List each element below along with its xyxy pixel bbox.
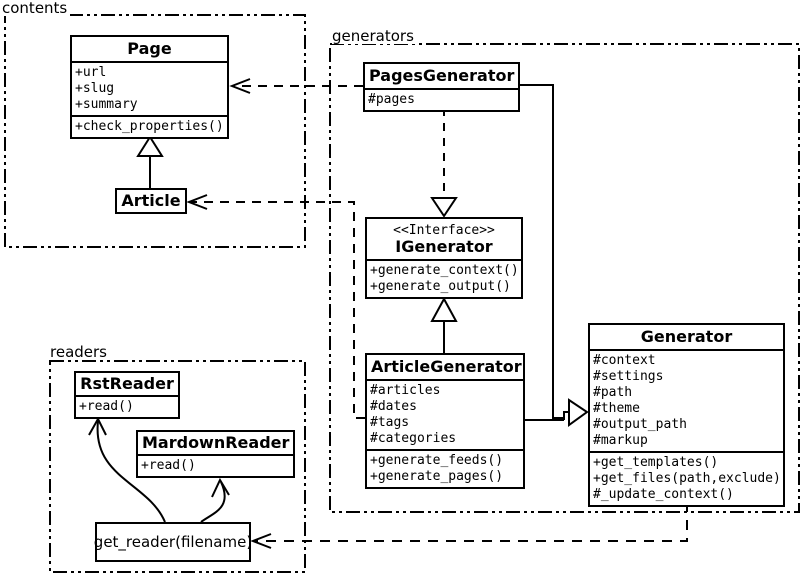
dep-generator-getreader-arrowhead xyxy=(250,533,272,549)
attribute: +summary xyxy=(75,97,138,112)
class-generator-methods: +get_templates() +get_files(path,exclude… xyxy=(590,451,783,505)
class-articlegenerator-methods: +generate_feeds() +generate_pages() xyxy=(367,449,523,487)
attribute: +slug xyxy=(75,81,115,96)
class-generator: Generator #context #settings #path #them… xyxy=(588,323,785,507)
class-generator-name: Generator xyxy=(640,327,733,346)
class-pagesgenerator-attributes: #pages xyxy=(365,88,518,110)
method: +get_files(path,exclude) xyxy=(593,471,781,486)
arrow-getreader-mardownreader-head xyxy=(211,477,230,498)
class-rstreader: RstReader +read() xyxy=(74,371,180,419)
class-mardownreader-methods: +read() xyxy=(138,454,293,476)
class-rstreader-methods: +read() xyxy=(76,395,178,417)
method: +read() xyxy=(79,399,134,414)
attribute: #dates xyxy=(370,399,417,414)
method: +check_properties() xyxy=(75,119,224,134)
class-igenerator: <<Interface>> IGenerator +generate_conte… xyxy=(365,217,523,299)
class-pagesgenerator-name: PagesGenerator xyxy=(369,66,515,85)
class-page-attributes: +url +slug +summary xyxy=(72,61,227,115)
contents-package-border xyxy=(4,14,306,248)
class-generator-attributes: #context #settings #path #theme #output_… xyxy=(590,349,783,451)
attribute: #context xyxy=(593,353,656,368)
dep-pagesgenerator-page-arrowhead xyxy=(229,78,251,94)
attribute: #theme xyxy=(593,401,640,416)
get-reader-label: get_reader(filename) xyxy=(93,533,253,551)
class-page: Page +url +slug +summary +check_properti… xyxy=(70,35,229,139)
gen-generator-triangle xyxy=(568,398,589,427)
dep-articlegenerator-article xyxy=(191,201,365,419)
get-reader-box: get_reader(filename) xyxy=(93,522,253,562)
attribute: #settings xyxy=(593,369,664,384)
generators-package-border xyxy=(329,43,800,513)
method: #_update_context() xyxy=(593,487,734,502)
class-mardownreader: MardownReader +read() xyxy=(136,430,295,478)
class-igenerator-name: IGenerator xyxy=(395,237,493,256)
class-articlegenerator-name: ArticleGenerator xyxy=(371,357,522,376)
attribute: #tags xyxy=(370,415,410,430)
arrow-getreader-rstreader xyxy=(96,420,166,523)
method: +generate_context() xyxy=(370,263,519,278)
contents-package-label: contents xyxy=(2,1,71,16)
gen-pagesgenerator-generator xyxy=(520,84,564,419)
class-mardownreader-name: MardownReader xyxy=(142,433,290,452)
arrow-getreader-mardownreader xyxy=(200,481,226,523)
gen-article-page-triangle xyxy=(136,135,164,157)
method: +get_templates() xyxy=(593,455,719,470)
arrow-getreader-rstreader-head xyxy=(88,416,107,436)
gen-articlegenerator-igenerator-triangle xyxy=(430,296,458,322)
readers-package-label: readers xyxy=(50,345,110,360)
dep-articlegenerator-article-arrowhead xyxy=(186,194,208,210)
attribute: #articles xyxy=(370,383,441,398)
class-articlegenerator-attributes: #articles #dates #tags #categories xyxy=(367,379,523,449)
class-articlegenerator: ArticleGenerator #articles #dates #tags … xyxy=(365,353,525,489)
class-rstreader-name: RstReader xyxy=(80,374,174,393)
class-igenerator-methods: +generate_context() +generate_output() xyxy=(367,259,521,297)
generators-package-label: generators xyxy=(332,29,417,44)
readers-package-border xyxy=(49,360,306,573)
class-article: Article xyxy=(115,188,187,214)
method: +generate_feeds() xyxy=(370,453,504,468)
method: +generate_pages() xyxy=(370,469,504,484)
class-page-methods: +check_properties() xyxy=(72,115,227,137)
real-pagesgenerator-igenerator-triangle xyxy=(430,197,458,218)
method: +generate_output() xyxy=(370,279,511,294)
class-pagesgenerator: PagesGenerator #pages xyxy=(363,62,520,112)
attribute: +url xyxy=(75,65,107,80)
attribute: #path xyxy=(593,385,633,400)
class-article-name: Article xyxy=(121,191,181,210)
class-igenerator-stereotype: <<Interface>> xyxy=(393,223,495,238)
attribute: #output_path xyxy=(593,417,687,432)
method: +read() xyxy=(141,458,196,473)
gen-articlegenerator-generator xyxy=(525,411,569,421)
attribute: #categories xyxy=(370,431,457,446)
attribute: #pages xyxy=(368,92,415,107)
class-page-name: Page xyxy=(127,39,172,58)
attribute: #markup xyxy=(593,433,648,448)
dep-generator-getreader xyxy=(255,502,688,542)
